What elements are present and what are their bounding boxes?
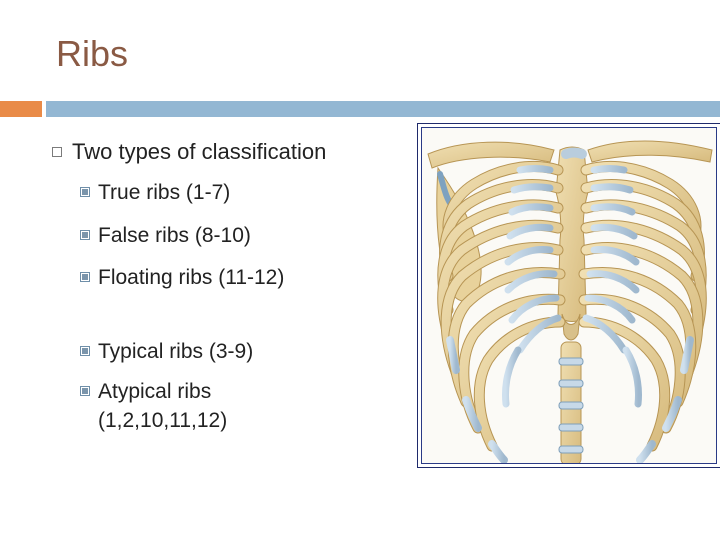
rib-cage-illustration xyxy=(422,128,716,463)
bullet-item-text: False ribs (8-10) xyxy=(98,224,251,247)
accent-bar-orange xyxy=(0,101,42,117)
bullet-item: True ribs (1-7) xyxy=(52,178,412,207)
slide-title: Ribs xyxy=(56,33,129,74)
rib-cage-image xyxy=(421,127,717,464)
bullet-item: Typical ribs (3-9) xyxy=(52,337,412,366)
bullet-main-text: Two types of classification xyxy=(72,139,327,164)
bullet-item: Atypical ribs (1,2,10,11,12) xyxy=(52,377,290,435)
bullet-main: Two types of classification xyxy=(52,136,412,168)
filled-square-bullet-icon xyxy=(80,346,90,356)
rib-cage-figure xyxy=(417,123,720,468)
bullet-item: Floating ribs (11-12) xyxy=(52,263,412,292)
filled-square-bullet-icon xyxy=(80,187,90,197)
filled-square-bullet-icon xyxy=(80,230,90,240)
filled-square-bullet-icon xyxy=(80,272,90,282)
bullet-item-text: Typical ribs (3-9) xyxy=(98,340,254,363)
accent-bar-blue xyxy=(46,101,720,117)
bullet-item-text: Floating ribs (11-12) xyxy=(98,266,285,289)
bullet-gap xyxy=(52,292,412,337)
bullet-list: Two types of classification True ribs (1… xyxy=(52,136,412,435)
bullet-item: False ribs (8-10) xyxy=(52,221,412,250)
bullet-item-text: True ribs (1-7) xyxy=(98,181,231,204)
filled-square-bullet-icon xyxy=(80,386,90,396)
bullet-item-text: Atypical ribs (1,2,10,11,12) xyxy=(98,380,228,432)
hollow-square-bullet-icon xyxy=(52,147,62,157)
